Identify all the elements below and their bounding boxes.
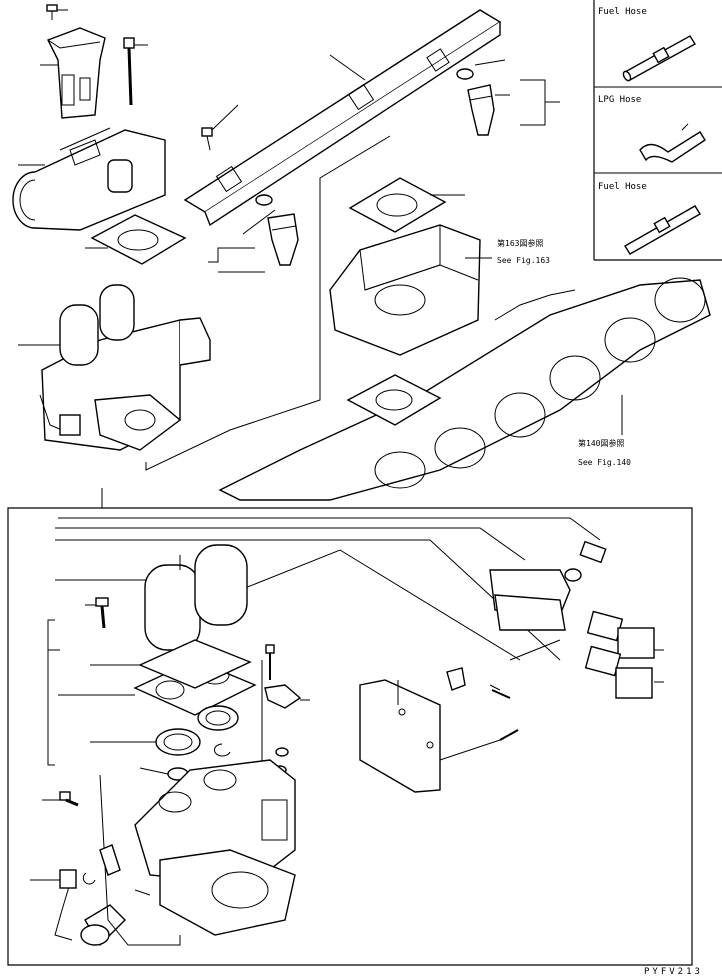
regulator-lower-icon (144, 544, 248, 651)
fig163-jp-label: 第163図参照 (497, 238, 543, 248)
fig140-jp-label: 第140図参照 (578, 438, 624, 448)
rail-screw-icon (201, 104, 239, 151)
screw-top-icon (46, 4, 68, 20)
fig163-en-label: See Fig.163 (497, 256, 550, 265)
adapter-plate-icon (346, 374, 442, 426)
injector-left-icon (208, 194, 299, 273)
legend-fuel-hose-top-label: Fuel Hose (598, 7, 647, 17)
bolt-lower-icon (85, 597, 109, 629)
sensor-module-icon (40, 27, 106, 119)
bolt-left-icon (42, 791, 79, 807)
drawing-code: PYFV213 (644, 967, 703, 977)
gasket-center-icon (348, 177, 465, 233)
legend-lpg-hose-label: LPG Hose (598, 95, 641, 105)
hose-legend: Fuel Hose LPG Hose Fuel Hose (593, 0, 722, 261)
regulator-assembly-icon (18, 284, 211, 451)
legend-fuel-hose-bottom-label: Fuel Hose (598, 182, 647, 192)
fig140-en-label: See Fig.140 (578, 458, 631, 467)
throttle-body-icon (12, 127, 166, 231)
bracket-plate-icon (359, 667, 519, 793)
long-bolt-icon (123, 37, 148, 106)
fitting-icon (261, 644, 310, 783)
seal-ring-icon (90, 705, 239, 756)
vaporizer-body-icon (134, 759, 296, 936)
wiring-harness-icon (489, 569, 664, 699)
left-leader-lines (47, 619, 90, 766)
upper-leader-line (145, 135, 391, 471)
gasket-upper-icon (85, 214, 187, 265)
gasket-lower-2-icon (90, 639, 252, 689)
connector-clip-icon (564, 540, 607, 582)
vaporizer-icon: 第163図参照 See Fig.163 (329, 224, 550, 356)
fuel-rail-icon (183, 9, 502, 227)
solenoid-valve-icon (30, 774, 181, 947)
fuel-hose-bottom-icon (624, 205, 701, 255)
fuel-hose-top-icon (622, 35, 696, 82)
injector-right-icon (456, 59, 560, 136)
lpg-hose-icon (639, 123, 706, 163)
detail-frame (7, 488, 693, 966)
